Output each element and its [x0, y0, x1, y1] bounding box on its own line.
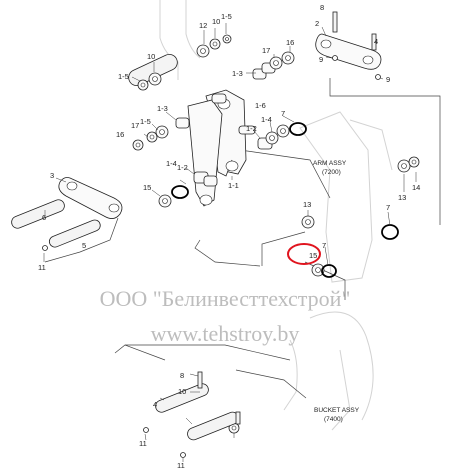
part-label: 11: [139, 439, 147, 448]
part-label: 2: [315, 19, 319, 28]
side-link-3: [58, 177, 123, 219]
part-label: 1-3: [232, 69, 243, 78]
part-label: 1-5: [140, 117, 151, 126]
part-label: 9: [319, 55, 323, 64]
part-label: 17: [262, 46, 270, 55]
part-label: 6: [42, 213, 46, 222]
bushings: [175, 62, 276, 187]
part-label: 10: [147, 52, 155, 61]
watermark-company: ООО "Белинвесттехстрой": [100, 286, 351, 311]
part-label: 11: [38, 263, 46, 272]
pins-left: [11, 199, 101, 251]
part-label: 5: [82, 241, 86, 250]
part-label: 10: [212, 17, 220, 26]
part-label: 4: [374, 37, 378, 46]
washers: [132, 34, 420, 434]
part-label: 4: [153, 400, 157, 409]
part-label: 10: [178, 387, 186, 396]
part-labels: 12 10 1-5 2 8 10 17 16 9 1-5 1-3 4 9 1-6…: [38, 3, 420, 470]
part-label: 9: [386, 75, 390, 84]
o-rings: [171, 122, 399, 278]
part-label: 1-3: [157, 104, 168, 113]
part-label: 15: [309, 251, 317, 260]
part-label: 15: [143, 183, 151, 192]
assembly-labels: ARM ASSY (7200) BUCKET ASSY (7400): [313, 160, 360, 423]
ghost-outlines: [159, 0, 393, 431]
leader-lines: [43, 23, 417, 462]
arm-assy-code: (7200): [322, 169, 341, 176]
part-label: 17: [131, 121, 139, 130]
part-label: 16: [116, 130, 124, 139]
watermark: ООО "Белинвесттехстрой" www.tehstroy.by: [100, 286, 351, 346]
bucket-assy-label: BUCKET ASSY: [314, 407, 360, 414]
part-label: 13: [398, 193, 406, 202]
part-label: 1-2: [246, 124, 257, 133]
bucket-assy-code: (7400): [324, 416, 343, 423]
part-label: 8: [180, 371, 184, 380]
part-label: 8: [320, 3, 324, 12]
part-label: 7: [386, 203, 390, 212]
part-label: 1-4: [261, 115, 272, 124]
side-link-2: [315, 11, 382, 80]
part-label: 1-5: [221, 12, 232, 21]
part-label: 1-6: [255, 101, 266, 110]
pins-lower: [143, 371, 241, 458]
part-label: 13: [303, 200, 311, 209]
part-label: 16: [286, 38, 294, 47]
part-label: 1-5: [118, 72, 129, 81]
part-label: 7: [322, 241, 326, 250]
main-link: [187, 89, 256, 207]
part-label: 3: [50, 171, 54, 180]
part-label: 12: [199, 21, 207, 30]
arm-assy-label: ARM ASSY: [313, 160, 347, 167]
part-label: 14: [412, 183, 420, 192]
part-label: 11: [177, 461, 185, 470]
watermark-url: www.tehstroy.by: [151, 321, 300, 346]
part-label: 1-1: [228, 181, 239, 190]
part-label: 1-2: [177, 163, 188, 172]
highlight-circle: [287, 243, 321, 265]
part-label: 7: [281, 109, 285, 118]
part-label: 1-4: [166, 159, 177, 168]
